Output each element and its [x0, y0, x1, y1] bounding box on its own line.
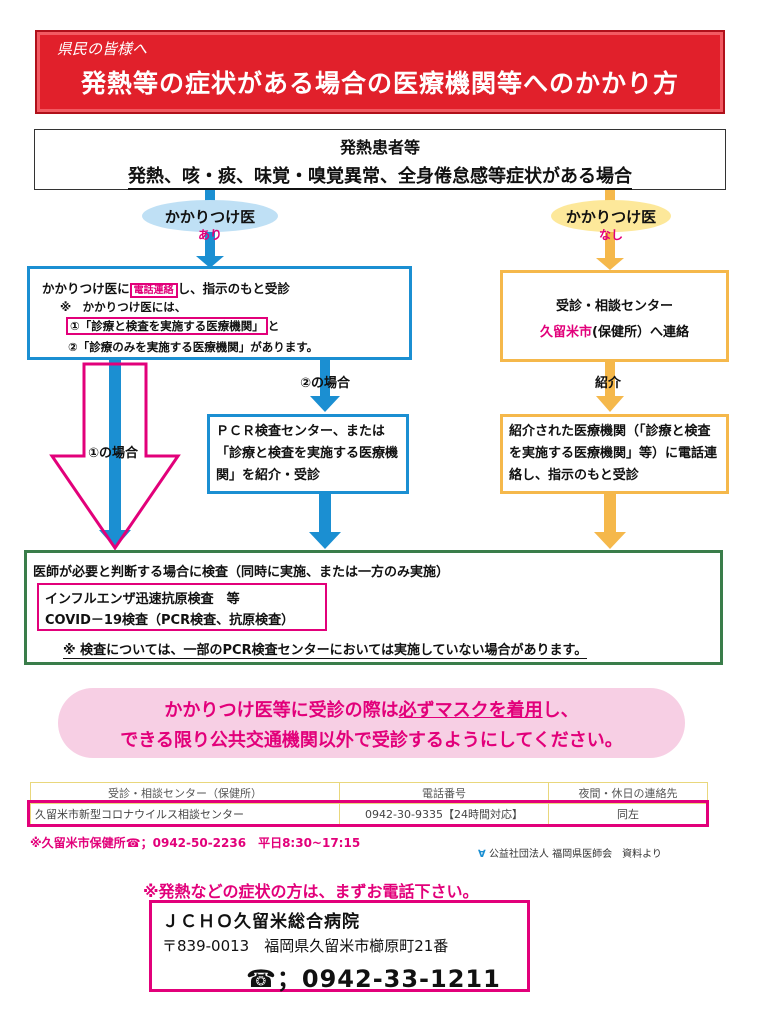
test-item-2: COVID－19検査（PCR検査、抗原検査）: [45, 613, 295, 628]
doctor-no-box: 受診・相談センター 久留米市(保健所）へ連絡: [500, 270, 729, 362]
left-item2: ②「診療のみを実施する医療機関」があります。: [68, 340, 319, 354]
table-header: 夜間・休日の連絡先: [548, 782, 708, 804]
patient-condition: 発熱、咳・痰、味覚・嗅覚異常、全身倦怠感等症状がある場合: [35, 162, 725, 190]
arrow-down-icon: [196, 256, 224, 268]
mask-line2: できる限り公共交通機関以外で受診するようにしてください。: [120, 730, 623, 751]
doctor-no-ellipse: かかりつけ医: [551, 200, 671, 232]
banner-subtitle: 県民の皆様へ: [57, 40, 148, 58]
doctor-yes-sub: あり: [198, 228, 223, 242]
medical-association-logo-icon: ∀: [478, 849, 486, 860]
arrow-down-icon: [310, 396, 340, 412]
hospital-tel[interactable]: ☎；0942-33-1211: [246, 965, 501, 993]
table-cell: 0942-30-9335【24時間対応】: [339, 803, 549, 825]
arrow-down-icon: [309, 532, 341, 549]
arrow-down-icon: [594, 532, 626, 549]
test-list: インフルエンザ迅速抗原検査 等 COVID－19検査（PCR検査、抗原検査）: [37, 583, 327, 631]
right-line2: 久留米市(保健所）へ連絡: [540, 325, 689, 340]
test-item-1: インフルエンザ迅速抗原検査 等: [45, 592, 240, 607]
arrow-down-icon: [596, 396, 624, 412]
left-note: ※ かかりつけ医には、: [60, 300, 187, 314]
test-intro: 医師が必要と判断する場合に検査（同時に実施、または一方のみ実施）: [33, 565, 450, 580]
hospital-name: ＪＣＨＯ久留米総合病院: [162, 912, 360, 932]
test-note: ※ 検査については、一部のPCR検査センターにおいては実施していない場合がありま…: [63, 639, 588, 659]
phone-contact-label: 電話連絡: [129, 283, 178, 298]
right-line1: 受診・相談センター: [555, 299, 673, 314]
arrow-down-icon: [596, 258, 624, 270]
mask-notice: かかりつけ医等に受診の際は必ずマスクを着用し、 できる限り公共交通機関以外で受診…: [58, 688, 685, 758]
mask-line1: かかりつけ医等に受診の際は必ずマスクを着用し、: [164, 700, 579, 721]
table-header-row: 受診・相談センター（保健所） 電話番号 夜間・休日の連絡先: [30, 782, 708, 804]
left-line1: かかりつけ医に電話連絡し、指示のもと受診: [42, 281, 290, 298]
big-arrow-icon: [49, 362, 181, 551]
pcr-box: ＰＣＲ検査センター、または「診療と検査を実施する医療機関」を紹介・受診: [207, 414, 409, 494]
table-cell: 同左: [548, 803, 708, 825]
source-note: ∀ 公益社団法人 福岡県医師会 資料より: [478, 849, 662, 860]
patient-box: 発熱患者等 発熱、咳・痰、味覚・嗅覚異常、全身倦怠感等症状がある場合: [34, 129, 726, 190]
call-notice: ※発熱などの症状の方は、まずお電話下さい。: [143, 882, 479, 901]
doctor-no-sub: なし: [599, 228, 624, 242]
doctor-yes-ellipse: かかりつけ医: [142, 200, 278, 232]
patient-title: 発熱患者等: [339, 138, 420, 157]
referral-label: 紹介: [595, 376, 622, 391]
health-center-line: ※久留米市保健所☎；0942-50-2236 平日8:30~17:15: [30, 836, 361, 850]
doctor-yes-box: かかりつけ医に電話連絡し、指示のもと受診 ※ かかりつけ医には、 ①「診療と検査…: [27, 266, 412, 360]
hospital-address: 〒839-0013 福岡県久留米市櫛原町21番: [162, 937, 449, 955]
test-box: 医師が必要と判断する場合に検査（同時に実施、または一方のみ実施） インフルエンザ…: [24, 550, 723, 665]
case1-label: ①の場合: [88, 446, 139, 461]
title-banner: 県民の皆様へ 発熱等の症状がある場合の医療機関等へのかかり方: [35, 30, 725, 114]
table-highlight: [27, 800, 709, 827]
intro-box: 紹介された医療機関（「診療と検査を実施する医療機関」等）に電話連絡し、指示のもと…: [500, 414, 729, 494]
left-item1: ①「診療と検査を実施する医療機関」と: [66, 317, 279, 335]
case2-label: ②の場合: [300, 376, 351, 391]
banner-title: 発熱等の症状がある場合の医療機関等へのかかり方: [80, 69, 679, 98]
hospital-box: ＪＣＨＯ久留米総合病院 〒839-0013 福岡県久留米市櫛原町21番 ☎；09…: [149, 900, 530, 993]
